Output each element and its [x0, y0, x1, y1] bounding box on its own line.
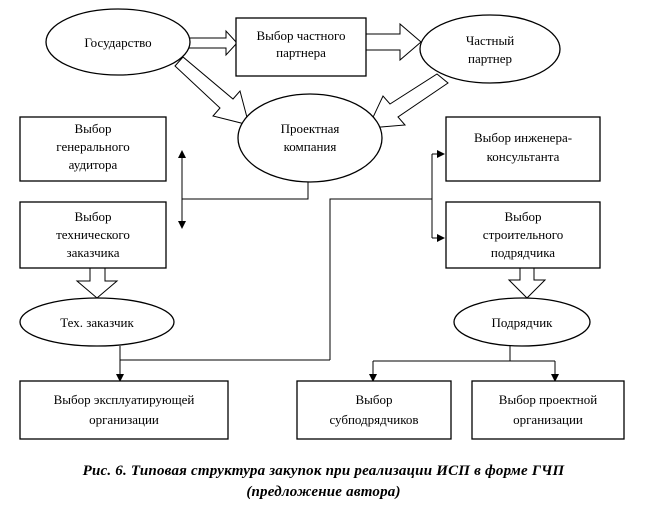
block-arrow-choice-to-partner [365, 22, 422, 62]
node-choose-technical-customer-line2: технического [56, 227, 130, 242]
node-choose-engineer-consultant [445, 116, 601, 182]
node-choose-operating-organization [19, 380, 229, 440]
node-choose-construction-contractor [445, 201, 601, 269]
node-state [45, 8, 191, 76]
connector-right-bus [329, 198, 432, 360]
node-state-label: Государство [84, 35, 151, 50]
node-choose-general-auditor-line3: аудитора [69, 157, 118, 172]
figure-caption-line2: (предложение автора) [246, 484, 401, 500]
block-arrows [75, 22, 547, 299]
node-choose-engineer-consultant-line1: Выбор инженера- [474, 130, 572, 145]
node-choose-private-partner [235, 17, 367, 77]
node-choose-general-auditor [19, 116, 167, 182]
node-choose-technical-customer-line1: Выбор [74, 209, 111, 224]
node-choose-construction-contractor-line3: подрядчика [491, 245, 555, 260]
connector-tech-to-operating [119, 346, 330, 361]
node-choose-construction-contractor-line1: Выбор [504, 209, 541, 224]
block-arrow-state-to-choice [186, 29, 238, 57]
connectors [116, 150, 559, 382]
node-choose-design-organization [471, 380, 625, 440]
block-arrow-state-to-company [174, 56, 250, 126]
node-choose-general-auditor-line2: генерального [56, 139, 129, 154]
node-choose-design-organization-line1: Выбор проектной [499, 392, 597, 407]
node-choose-technical-customer [19, 201, 167, 269]
nodes: Государство Выбор частного партнера Част… [19, 8, 625, 440]
node-choose-technical-customer-line3: заказчика [66, 245, 119, 260]
block-arrow-construction-to-contractor [507, 267, 547, 299]
node-choose-general-auditor-line1: Выбор [74, 121, 111, 136]
node-choose-operating-organization-line1: Выбор эксплуатирующей [54, 392, 195, 407]
node-private-partner [419, 14, 561, 84]
block-arrow-partner-to-company [367, 73, 449, 129]
node-choose-construction-contractor-line2: строительного [483, 227, 563, 242]
node-project-company [237, 93, 383, 183]
node-choose-private-partner-line2: партнера [276, 45, 326, 60]
node-project-company-line2: компания [284, 139, 337, 154]
node-choose-engineer-consultant-line2: консультанта [487, 149, 560, 164]
node-private-partner-line2: партнер [468, 51, 512, 66]
node-project-company-line1: Проектная [281, 121, 340, 136]
node-choose-subcontractors-line2: субподрядчиков [329, 412, 418, 427]
node-choose-subcontractors-line1: Выбор [355, 392, 392, 407]
connector-company-to-left-bus [182, 182, 309, 200]
node-contractor-label: Подрядчик [491, 315, 553, 330]
node-choose-private-partner-line1: Выбор частного [257, 28, 346, 43]
node-contractor [453, 297, 591, 347]
node-technical-customer-label: Тех. заказчик [60, 315, 134, 330]
node-choose-operating-organization-line2: организации [89, 412, 159, 427]
node-choose-design-organization-line2: организации [513, 412, 583, 427]
node-choose-subcontractors [296, 380, 452, 440]
figure-caption-line1: Рис. 6. Типовая структура закупок при ре… [82, 463, 565, 479]
block-arrow-tech-choice-to-tech [75, 267, 119, 299]
node-private-partner-line1: Частный [466, 33, 514, 48]
node-technical-customer [19, 297, 175, 347]
